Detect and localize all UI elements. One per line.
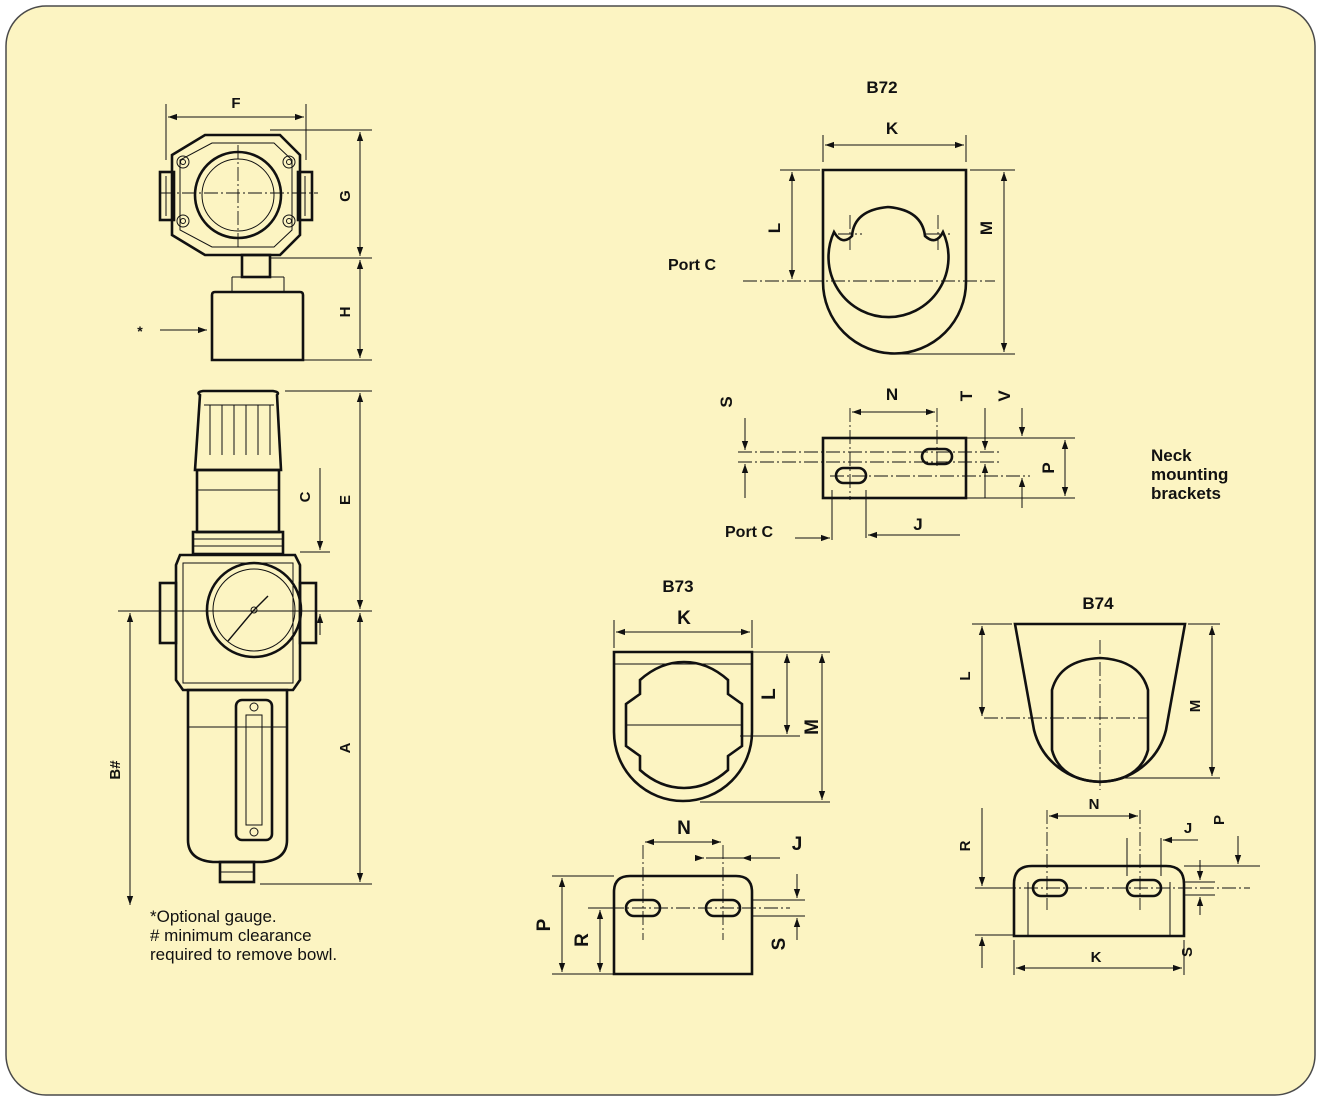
- b74-bracket-front: [972, 622, 1220, 790]
- dim-label-E: E: [337, 495, 354, 505]
- b73-dim-J: J: [792, 834, 803, 855]
- b74-dim-M: M: [1187, 700, 1204, 713]
- unit-top-view: [158, 133, 318, 362]
- side-note-line-1: Neck: [1151, 446, 1192, 465]
- b72-dim-P: P: [1039, 462, 1058, 473]
- dimension-G-H: [270, 129, 372, 361]
- optional-gauge-star: *: [137, 323, 143, 339]
- dim-label-H: H: [337, 307, 354, 318]
- drawing-panel: [5, 5, 1316, 1096]
- dimension-F: [165, 104, 307, 160]
- b74-bracket-side: [975, 808, 1260, 975]
- b74-dim-S: S: [1179, 947, 1196, 957]
- note-line-2: # minimum clearance: [150, 926, 312, 945]
- b72-dim-M: M: [977, 221, 996, 235]
- b74-dim-L: L: [957, 671, 974, 680]
- note-line-1: *Optional gauge.: [150, 907, 277, 926]
- b72-bracket-side: [738, 408, 1075, 542]
- b73-dim-N: N: [677, 818, 691, 839]
- b74-title: B74: [1082, 594, 1114, 613]
- b72-dim-T: T: [957, 390, 976, 401]
- b73-bracket-front: [612, 620, 830, 803]
- unit-notes: *Optional gauge. # minimum clearance req…: [150, 907, 337, 964]
- b74-dim-R: R: [957, 840, 974, 851]
- b72-title: B72: [866, 78, 897, 97]
- dimension-C-E-A-B: [118, 390, 372, 905]
- dim-label-A: A: [337, 742, 354, 753]
- b74-dim-N: N: [1089, 796, 1100, 813]
- b73-title: B73: [662, 577, 693, 596]
- b72-dim-S: S: [717, 396, 736, 407]
- dim-label-F: F: [231, 95, 240, 112]
- side-note-line-3: brackets: [1151, 484, 1221, 503]
- dim-label-G: G: [337, 190, 354, 202]
- b73-dim-K: K: [677, 608, 691, 629]
- b72-dim-L: L: [765, 223, 784, 233]
- side-note-line-2: mounting: [1151, 465, 1229, 484]
- neck-mounting-note: Neck mounting brackets: [1151, 446, 1228, 503]
- unit-front-view: [158, 389, 318, 884]
- b73-dim-L: L: [759, 688, 780, 700]
- b73-dim-S: S: [769, 938, 790, 951]
- b72-dim-K: K: [886, 119, 899, 138]
- b73-dim-P: P: [534, 918, 555, 931]
- dim-label-C: C: [297, 491, 314, 502]
- b74-dim-J: J: [1184, 820, 1192, 837]
- note-line-3: required to remove bowl.: [150, 945, 338, 964]
- b74-dim-P: P: [1211, 815, 1228, 825]
- b72-dim-N: N: [886, 385, 898, 404]
- b72-dim-J: J: [913, 515, 922, 534]
- b72-bracket-front: [743, 135, 1015, 355]
- b72-dim-V: V: [995, 390, 1014, 402]
- b73-dim-R: R: [572, 933, 593, 947]
- b74-dim-K: K: [1091, 949, 1102, 966]
- b73-dim-M: M: [802, 719, 823, 735]
- b72-port-bottom: Port C: [725, 524, 773, 541]
- b73-bracket-side: [552, 838, 805, 976]
- b72-port-top: Port C: [668, 257, 716, 274]
- dim-label-B: B#: [107, 760, 124, 780]
